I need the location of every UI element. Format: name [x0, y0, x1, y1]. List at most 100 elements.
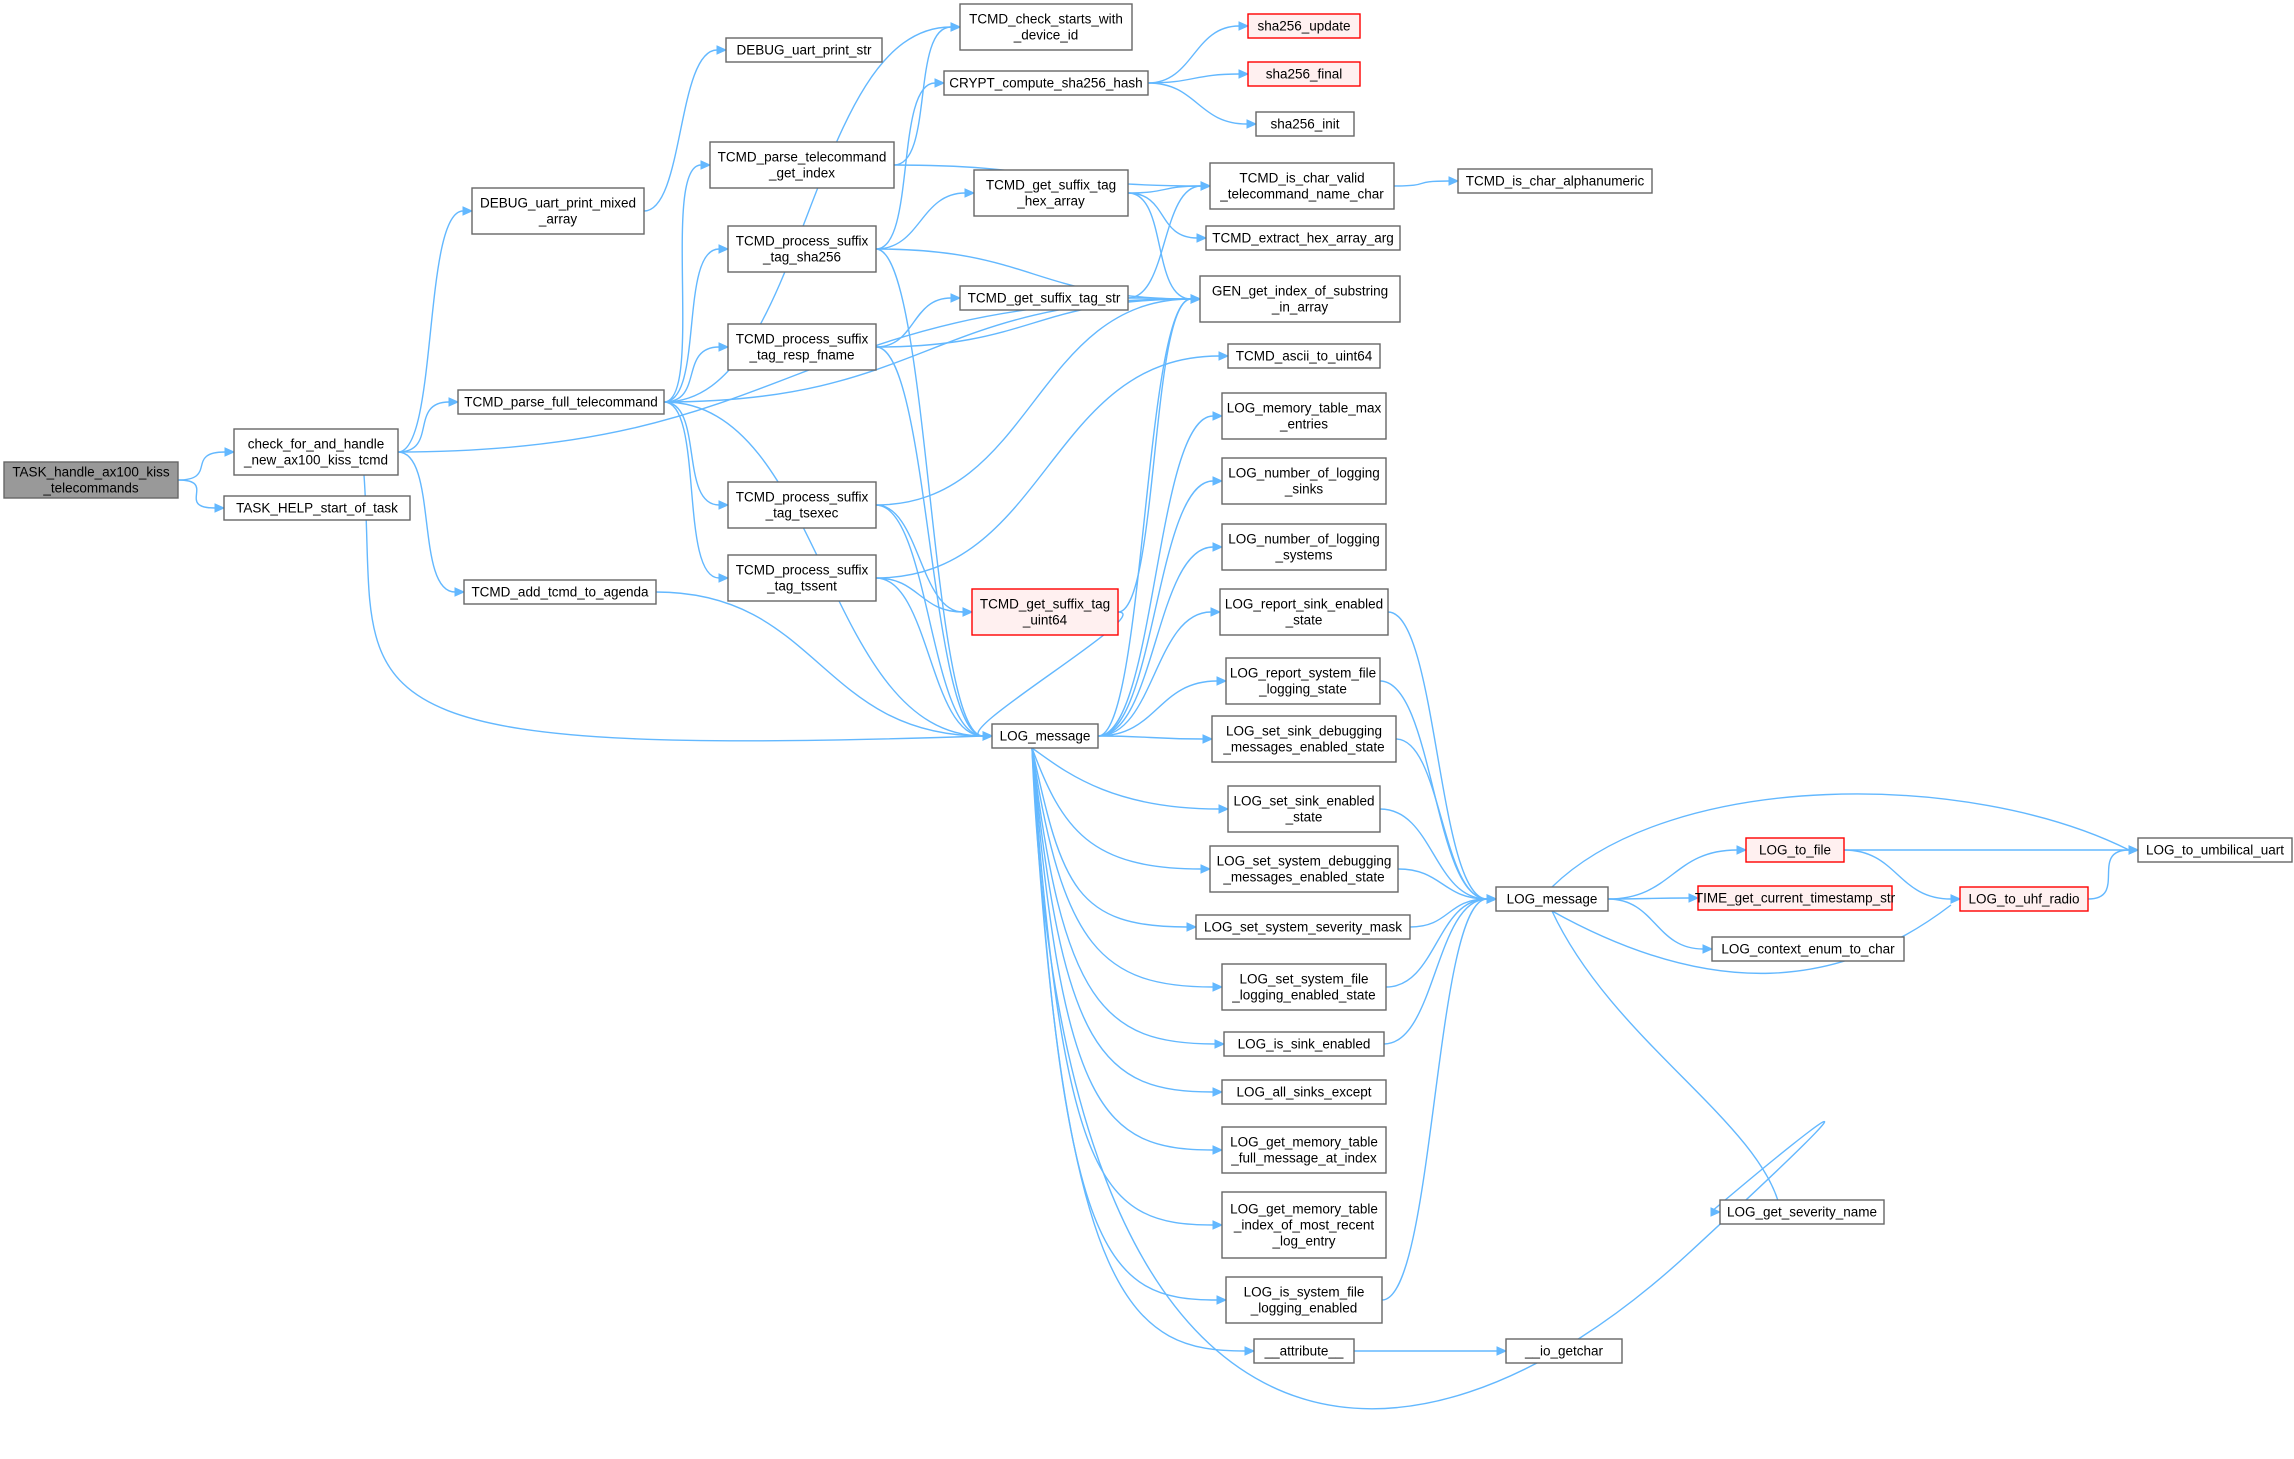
node-box-set_sink_dbg	[1211, 715, 1397, 763]
node-set_sink_en[interactable]: LOG_set_sink_enabled_state	[1227, 785, 1381, 833]
node-box-valid_char	[1209, 162, 1395, 210]
node-valid_char[interactable]: TCMD_is_char_valid_telecommand_name_char	[1209, 162, 1395, 210]
node-label-proc_resp-0: TCMD_process_suffix	[736, 332, 869, 347]
edge-valid_char-to-alnum	[1393, 176, 1460, 187]
node-label-set_sink_dbg-1: _messages_enabled_state	[1222, 740, 1384, 755]
node-label-rep_sink-1: _state	[1285, 613, 1323, 628]
node-num_sinks[interactable]: LOG_number_of_logging_sinks	[1221, 457, 1387, 505]
nodes-layer: TASK_handle_ax100_kiss_telecommands check…	[3, 3, 2293, 1364]
node-proc_tsexec[interactable]: TCMD_process_suffix_tag_tsexec	[727, 481, 877, 529]
node-box-dbg_str	[725, 37, 883, 63]
node-proc_sha[interactable]: TCMD_process_suffix_tag_sha256	[727, 225, 877, 273]
node-dbg_mixed[interactable]: DEBUG_uart_print_mixed_array	[471, 187, 645, 235]
node-get_uint64[interactable]: TCMD_get_suffix_tag_uint64	[971, 588, 1119, 636]
node-label-proc_sha-0: TCMD_process_suffix	[736, 234, 869, 249]
node-label-set_sys_file-1: _logging_enabled_state	[1231, 988, 1375, 1003]
node-mem_full[interactable]: LOG_get_memory_table_full_message_at_ind…	[1221, 1126, 1387, 1174]
node-alnum[interactable]: TCMD_is_char_alphanumeric	[1457, 168, 1653, 194]
node-ascii64[interactable]: TCMD_ascii_to_uint64	[1227, 343, 1381, 369]
node-label-valid_char-0: TCMD_is_char_valid	[1239, 171, 1364, 186]
node-timestamp[interactable]: TIME_get_current_timestamp_str	[1695, 885, 1896, 911]
edge-parse_full-to-proc_tsexec	[663, 401, 730, 510]
node-get_str[interactable]: TCMD_get_suffix_tag_str	[959, 285, 1129, 311]
edge-crypt-to-sha_final	[1147, 69, 1250, 84]
node-label-valid_char-1: _telecommand_name_char	[1219, 187, 1384, 202]
node-log_msg1[interactable]: LOG_message	[991, 723, 1099, 749]
node-label-timestamp-0: TIME_get_current_timestamp_str	[1695, 891, 1896, 906]
node-label-rep_sink-0: LOG_report_sink_enabled	[1225, 597, 1383, 612]
node-all_except[interactable]: LOG_all_sinks_except	[1221, 1079, 1387, 1105]
node-label-mem_full-0: LOG_get_memory_table	[1230, 1135, 1378, 1150]
node-parse_full[interactable]: TCMD_parse_full_telecommand	[457, 389, 665, 415]
node-label-extract_hex-0: TCMD_extract_hex_array_arg	[1212, 231, 1394, 246]
node-box-is_sys_file	[1225, 1276, 1383, 1324]
node-crypt[interactable]: CRYPT_compute_sha256_hash	[943, 70, 1149, 96]
node-proc_tssent[interactable]: TCMD_process_suffix_tag_tssent	[727, 554, 877, 602]
node-set_sink_dbg[interactable]: LOG_set_sink_debugging_messages_enabled_…	[1211, 715, 1397, 763]
node-proc_resp[interactable]: TCMD_process_suffix_tag_resp_fname	[727, 323, 877, 371]
node-getchar[interactable]: __io_getchar	[1505, 1338, 1623, 1364]
node-uhf[interactable]: LOG_to_uhf_radio	[1959, 886, 2089, 912]
node-mem_recent[interactable]: LOG_get_memory_table_index_of_most_recen…	[1221, 1191, 1387, 1259]
edge-parse_full-to-proc_sha	[663, 244, 730, 403]
edge-log_msg1-to-num_sinks	[1097, 476, 1224, 737]
node-attribute[interactable]: __attribute__	[1253, 1338, 1355, 1364]
node-sha_update[interactable]: sha256_update	[1247, 13, 1361, 39]
edge-check-to-gen_index	[397, 294, 1202, 453]
node-rep_sys[interactable]: LOG_report_system_file_logging_state	[1225, 657, 1381, 705]
node-label-check_starts-1: _device_id	[1013, 28, 1079, 43]
node-add_agenda[interactable]: TCMD_add_tcmd_to_agenda	[463, 579, 657, 605]
edge-log_msg1-to-set_sys_file	[1031, 747, 1224, 992]
edge-log_msg1-to-num_sys	[1097, 542, 1224, 737]
edge-log_msg1-to-set_sink_en	[1031, 747, 1230, 814]
node-label-add_agenda-0: TCMD_add_tcmd_to_agenda	[471, 585, 649, 600]
node-label-dbg_str-0: DEBUG_uart_print_str	[736, 43, 872, 58]
node-label-set_sink_dbg-0: LOG_set_sink_debugging	[1226, 724, 1382, 739]
node-rep_sink[interactable]: LOG_report_sink_enabled_state	[1219, 588, 1389, 636]
node-set_sev[interactable]: LOG_set_system_severity_mask	[1195, 914, 1411, 940]
node-severity[interactable]: LOG_get_severity_name	[1719, 1199, 1885, 1225]
node-set_sys_dbg[interactable]: LOG_set_system_debugging_messages_enable…	[1209, 845, 1399, 893]
edge-uhf-to-umb	[2087, 845, 2140, 900]
node-label-num_sys-0: LOG_number_of_logging	[1228, 532, 1380, 547]
node-box-mem_recent	[1221, 1191, 1387, 1259]
node-num_sys[interactable]: LOG_number_of_logging_systems	[1221, 523, 1387, 571]
node-help[interactable]: TASK_HELP_start_of_task	[223, 495, 411, 521]
node-label-log_msg2-0: LOG_message	[1507, 892, 1598, 907]
node-label-dbg_mixed-0: DEBUG_uart_print_mixed	[480, 196, 636, 211]
node-sha_final[interactable]: sha256_final	[1247, 61, 1361, 87]
node-label-mem_full-1: _full_message_at_index	[1230, 1151, 1377, 1166]
node-gen_index[interactable]: GEN_get_index_of_substring_in_array	[1199, 275, 1401, 323]
node-mem_max[interactable]: LOG_memory_table_max_entries	[1221, 392, 1387, 440]
node-box-ctx_enum	[1711, 936, 1905, 962]
edge-log_msg2-to-to_file	[1607, 845, 1748, 900]
node-check[interactable]: check_for_and_handle_new_ax100_kiss_tcmd	[233, 428, 399, 476]
edges-layer	[177, 21, 2140, 1410]
edge-log_msg1-to-attribute	[1031, 747, 1256, 1356]
node-ctx_enum[interactable]: LOG_context_enum_to_char	[1711, 936, 1905, 962]
node-parse_index[interactable]: TCMD_parse_telecommand_get_index	[709, 141, 895, 189]
node-get_hex[interactable]: TCMD_get_suffix_tag_hex_array	[973, 169, 1129, 217]
node-box-check_starts	[959, 3, 1133, 51]
edge-parse_full-to-proc_resp	[663, 342, 730, 403]
node-label-mem_recent-0: LOG_get_memory_table	[1230, 1202, 1378, 1217]
node-log_msg2[interactable]: LOG_message	[1495, 886, 1609, 912]
node-is_sys_file[interactable]: LOG_is_system_file_logging_enabled	[1225, 1276, 1383, 1324]
node-is_sink[interactable]: LOG_is_sink_enabled	[1223, 1031, 1385, 1057]
node-root[interactable]: TASK_handle_ax100_kiss_telecommands	[3, 461, 179, 499]
node-label-num_sys-1: _systems	[1274, 548, 1332, 563]
node-box-log_msg1	[991, 723, 1099, 749]
node-box-num_sys	[1221, 523, 1387, 571]
node-sha_init[interactable]: sha256_init	[1255, 111, 1355, 137]
node-dbg_str[interactable]: DEBUG_uart_print_str	[725, 37, 883, 63]
node-check_starts[interactable]: TCMD_check_starts_with_device_id	[959, 3, 1133, 51]
node-label-mem_recent-2: _log_entry	[1271, 1234, 1335, 1249]
edge-log_msg1-to-all_except	[1031, 747, 1224, 1097]
node-to_file[interactable]: LOG_to_file	[1745, 837, 1845, 863]
node-umb[interactable]: LOG_to_umbilical_uart	[2137, 837, 2293, 863]
node-label-uhf-0: LOG_to_uhf_radio	[1968, 892, 2079, 907]
node-box-ascii64	[1227, 343, 1381, 369]
node-label-set_sys_dbg-1: _messages_enabled_state	[1222, 870, 1384, 885]
node-set_sys_file[interactable]: LOG_set_system_file_logging_enabled_stat…	[1221, 963, 1387, 1011]
node-extract_hex[interactable]: TCMD_extract_hex_array_arg	[1205, 225, 1401, 251]
